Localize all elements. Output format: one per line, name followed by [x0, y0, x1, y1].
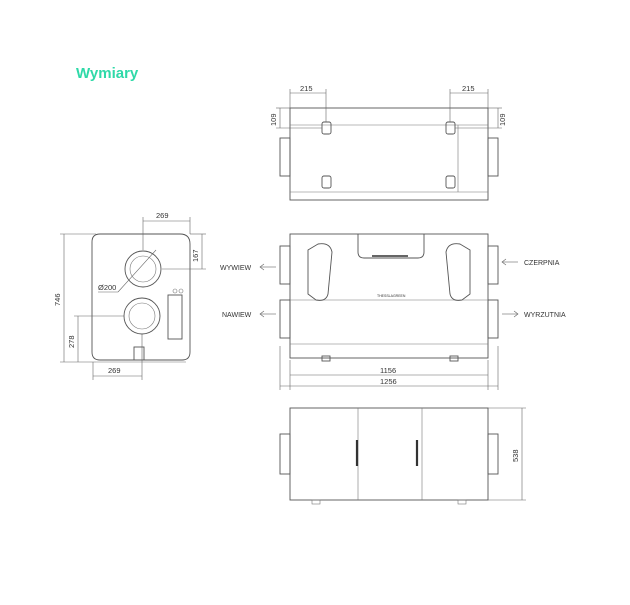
bottom-foot	[457, 499, 467, 505]
side-knob-2	[178, 288, 184, 294]
bottom-foot	[311, 499, 321, 505]
upper-duct-inner	[129, 255, 157, 283]
top-view-handle	[445, 175, 456, 189]
foot	[321, 355, 331, 362]
spigot-wyrzutnia	[487, 299, 499, 339]
arrow-czerpnia-head	[501, 258, 507, 266]
lower-duct-inner	[128, 302, 156, 330]
upper-duct-circle	[124, 250, 162, 288]
top-view-spigot-left	[279, 137, 291, 177]
top-view-handle	[321, 175, 332, 189]
bottom-view-body	[289, 407, 489, 501]
top-view-handle	[321, 121, 332, 135]
front-view-body	[289, 233, 489, 359]
side-knob-1	[172, 288, 178, 294]
cover-right	[445, 243, 471, 301]
cover-left	[307, 243, 333, 301]
dim-269-top: 269	[156, 211, 169, 220]
side-view: 269 167 Ø200 746 278 269	[53, 211, 206, 380]
top-recess	[357, 234, 425, 259]
dim-269-bottom: 269	[108, 366, 121, 375]
top-view: 215 215 109 109	[269, 84, 507, 201]
dim-215-right: 215	[462, 84, 475, 93]
spigot-czerpnia	[487, 245, 499, 285]
arrow-wywiew-head	[259, 263, 265, 271]
dim-746: 746	[53, 293, 62, 306]
dim-1256: 1256	[380, 377, 397, 386]
bottom-spigot-right	[487, 433, 499, 475]
heading: Wymiary	[76, 65, 139, 82]
dim-215-left: 215	[300, 84, 313, 93]
spigot-wywiew	[279, 245, 291, 285]
side-panel	[167, 294, 183, 340]
label-czerpnia: CZERPNIA	[524, 260, 560, 267]
front-view: THESSLAGREEN WYWIEW NAWIEW CZERPNIA WYRZ…	[220, 233, 566, 390]
top-view-handle	[445, 121, 456, 135]
label-nawiew: NAWIEW	[222, 312, 252, 319]
dim-1156: 1156	[380, 366, 396, 375]
side-view-body	[91, 233, 191, 361]
dim-538: 538	[511, 449, 520, 462]
spigot-nawiew	[279, 299, 291, 339]
drain-outlet	[133, 346, 145, 361]
top-view-spigot-right	[487, 137, 499, 177]
diameter-leader	[117, 249, 157, 293]
arrow-wyrzutnia-head	[513, 310, 519, 318]
dim-109-left: 109	[269, 113, 278, 126]
bottom-spigot-left	[279, 433, 291, 475]
arrow-nawiew-head	[259, 310, 265, 318]
label-wywiew: WYWIEW	[220, 265, 251, 272]
dim-167: 167	[191, 249, 200, 262]
dim-278: 278	[67, 335, 76, 348]
bottom-view: 538	[279, 407, 526, 505]
dim-diameter: Ø200	[98, 283, 116, 292]
foot	[449, 355, 459, 362]
lower-duct-circle	[123, 297, 161, 335]
dim-109-right: 109	[498, 113, 507, 126]
label-wyrzutnia: WYRZUTNIA	[524, 312, 566, 319]
brand-mark: THESSLAGREEN	[377, 294, 406, 298]
